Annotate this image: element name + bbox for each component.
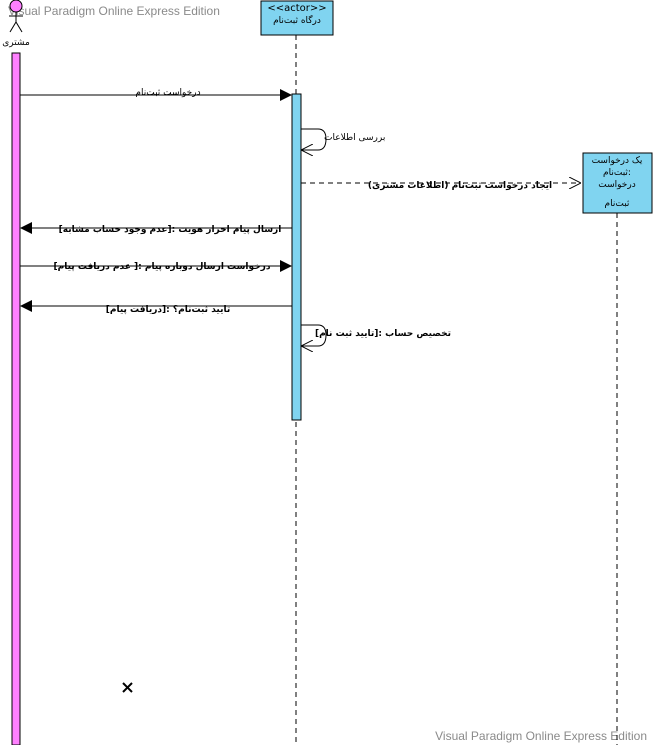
gateway-box bbox=[260, 0, 334, 36]
message-label-4: [عدم وجود حساب مشابه]: ارسال پیام احراز … bbox=[59, 225, 282, 235]
message-label-5: [عدم دریافت پیام ]: درخواست ارسال دوباره… bbox=[54, 262, 271, 272]
message-label-3: ایجاد درخواست ثبت‌نام (اطلاعات مشتری) bbox=[368, 181, 552, 191]
customer-actor[interactable]: مشتری bbox=[2, 0, 30, 48]
customer-label: مشتری bbox=[2, 38, 30, 48]
gateway-name: درگاه ثبت‌نام bbox=[273, 14, 321, 26]
watermark-top: Visual Paradigm Online Express Edition bbox=[8, 4, 220, 18]
request-line-3: درخواست bbox=[598, 180, 635, 190]
gateway-lifeline-head[interactable]: <<actor>> درگاه ثبت‌نام bbox=[260, 0, 334, 36]
request-lifeline-head[interactable]: یک درخواست ثبت‌نام: درخواست ثبت‌نام bbox=[582, 152, 653, 214]
message-label-6: [دریافت پیام]: تایید ثبت‌نام؟ bbox=[106, 305, 230, 315]
actor-leg-right-icon bbox=[15, 21, 23, 33]
gateway-stereotype: <<actor>> bbox=[267, 3, 326, 14]
message-label-1: درخواست ثبت‌نام bbox=[135, 88, 200, 98]
gateway-activation-bar[interactable] bbox=[291, 93, 302, 421]
actor-head-icon bbox=[9, 0, 23, 13]
customer-activation-bar[interactable] bbox=[11, 52, 21, 745]
message-arrow-7[interactable] bbox=[301, 324, 327, 346]
actor-leg-left-icon bbox=[9, 21, 17, 33]
request-line-1: یک درخواست bbox=[592, 156, 643, 166]
request-line-2: ثبت‌نام: bbox=[603, 168, 631, 178]
request-line-4: ثبت‌نام bbox=[605, 199, 630, 209]
watermark-bottom: Visual Paradigm Online Express Edition bbox=[435, 729, 647, 743]
message-arrow-2[interactable] bbox=[301, 128, 327, 150]
x-mark-icon bbox=[122, 682, 133, 693]
message-label-7: [تایید ثبت نام]: تخصیص حساب bbox=[315, 329, 451, 339]
request-box bbox=[582, 152, 653, 214]
message-label-2: بررسی اطلاعات bbox=[324, 133, 385, 143]
